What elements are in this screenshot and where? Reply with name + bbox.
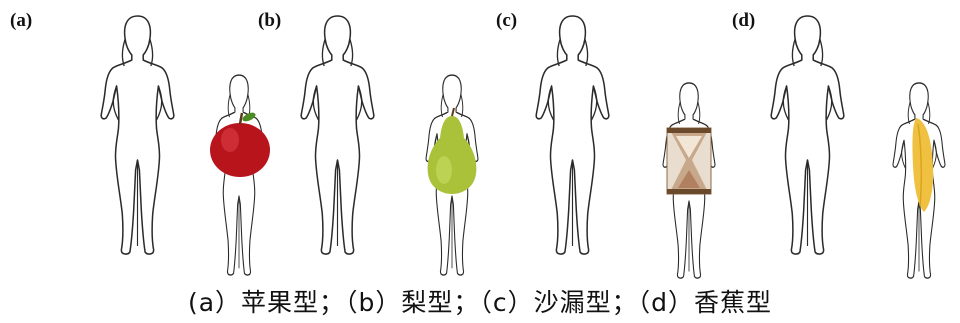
panel-c	[536, 16, 715, 278]
silhouette-large-d	[771, 16, 844, 254]
panel-b	[301, 16, 478, 275]
panel-label-d: (d)	[732, 10, 755, 32]
figure-caption: (a）苹果型；（b）梨型；（c）沙漏型；（d）香蕉型	[0, 283, 960, 319]
panel-a	[101, 16, 270, 275]
apple-icon	[210, 111, 270, 177]
panel-d	[771, 16, 945, 278]
hourglass-icon	[667, 128, 711, 194]
panel-label-c: (c)	[496, 10, 517, 32]
silhouette-large-b	[301, 16, 374, 254]
panel-label-b: (b)	[258, 10, 281, 32]
silhouette-large-c	[536, 16, 609, 254]
panel-label-a: (a)	[10, 10, 32, 32]
banana-icon	[912, 118, 933, 212]
figure-artwork	[0, 0, 960, 283]
pear-icon	[428, 108, 477, 194]
silhouette-large-a	[101, 16, 174, 254]
